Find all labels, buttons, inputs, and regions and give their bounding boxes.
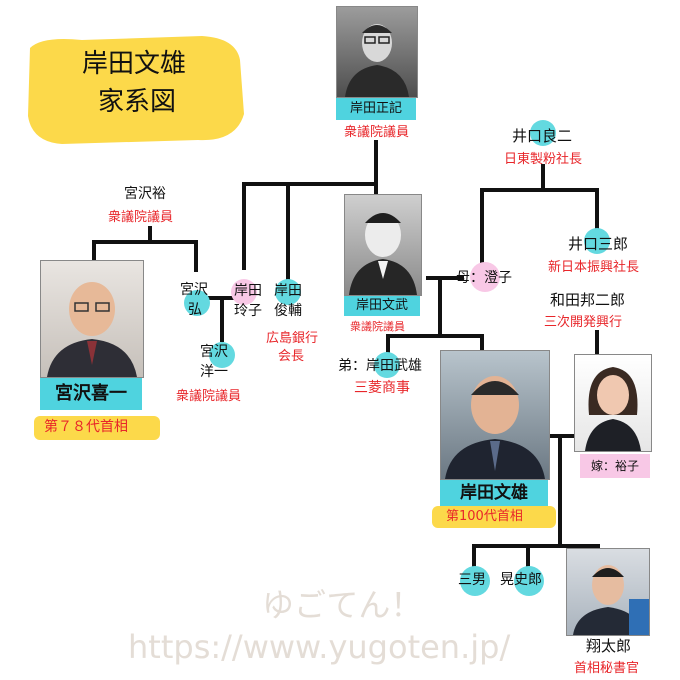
wada-kunijiro-role: 三次開発興行 — [544, 315, 623, 330]
watermark-line2: https://www.yugoten.jp/ — [128, 628, 511, 666]
kishida-toshisuke-dot — [275, 279, 301, 305]
kishida-fumio-rank: 第100代首相 — [446, 509, 523, 524]
watermark-line1: ゆごてん！ — [262, 586, 423, 624]
iguchi-ryoji-role: 日東製粉社長 — [504, 152, 583, 167]
miyazawa-yutaka-role: 衆議院議員 — [108, 210, 174, 225]
portrait-icon — [47, 282, 137, 377]
sumiko-dot — [470, 262, 500, 292]
yuko-name: 嫁：裕子 — [580, 454, 650, 478]
kishida-takeo-dot — [374, 352, 400, 378]
iguchi-saburo-name: 井口三郎 — [568, 235, 629, 253]
wada-kunijiro-name: 和田邦二郎 — [550, 291, 626, 309]
kishida-fumitake-name: 岸田文武 — [344, 296, 420, 316]
kishida-masaki-photo — [336, 6, 418, 98]
portrait-icon — [345, 24, 409, 97]
son3-name: 三男 — [458, 572, 486, 588]
miyazawa-hiroshi-dot — [184, 290, 210, 316]
kishida-reiko-line2: 玲子 — [234, 303, 262, 319]
son2-name: 晃史郎 — [500, 572, 542, 588]
miyazawa-kiichi-photo — [40, 260, 144, 378]
miyazawa-hiroshi-line2: 弘 — [188, 302, 202, 318]
shotaro-photo — [566, 548, 650, 636]
kishida-takeo-name: 弟：岸田武雄 — [338, 358, 422, 374]
shotaro-name: 翔太郎 — [586, 637, 632, 655]
portrait-icon — [585, 367, 641, 451]
portrait-icon — [573, 565, 649, 635]
kishida-fumitake-role: 衆議院議員 — [350, 320, 405, 333]
portrait-icon — [445, 376, 545, 479]
miyazawa-hiroshi-line1: 宮沢 — [180, 282, 208, 298]
kishida-masaki-role: 衆議院議員 — [344, 125, 410, 140]
miyazawa-yoichi-line1: 宮沢 — [200, 344, 228, 360]
miyazawa-kiichi-highlight — [34, 416, 160, 440]
portrait-icon — [349, 213, 417, 295]
miyazawa-kiichi-name: 宮沢喜一 — [40, 378, 142, 410]
kishida-toshisuke-line2: 俊輔 — [274, 303, 302, 319]
iguchi-saburo-dot — [584, 228, 610, 254]
kishida-toshisuke-role2: 会長 — [278, 349, 305, 364]
son3-dot — [460, 566, 490, 596]
kishida-fumitake-photo — [344, 194, 422, 296]
miyazawa-yoichi-dot — [209, 342, 235, 368]
title-line2: 家系図 — [98, 87, 177, 117]
yuko-photo — [574, 354, 652, 452]
kishida-fumio-name: 岸田文雄 — [440, 480, 548, 506]
title-line1: 岸田文雄 — [82, 49, 187, 79]
kishida-takeo-role: 三菱商事 — [354, 380, 410, 396]
shotaro-role: 首相秘書官 — [574, 661, 640, 676]
miyazawa-kiichi-rank: 第７８代首相 — [44, 419, 128, 435]
kishida-toshisuke-role1: 広島銀行 — [266, 331, 319, 346]
miyazawa-yutaka-name: 宮沢裕 — [124, 186, 166, 202]
title-brush-bg — [28, 36, 244, 144]
miyazawa-yoichi-role: 衆議院議員 — [176, 389, 242, 404]
kishida-toshisuke-line1: 岸田 — [274, 283, 302, 299]
miyazawa-yoichi-line2: 洋一 — [200, 364, 228, 380]
kishida-reiko-dot — [231, 279, 257, 305]
son2-dot — [514, 566, 544, 596]
kishida-fumio-photo — [440, 350, 550, 480]
iguchi-saburo-role: 新日本振興社長 — [548, 260, 640, 275]
sumiko-name: 母：澄子 — [456, 270, 512, 286]
kishida-reiko-line1: 岸田 — [234, 283, 262, 299]
iguchi-ryoji-name: 井口良二 — [512, 127, 573, 145]
kishida-fumio-highlight — [432, 506, 556, 528]
kishida-masaki-name: 岸田正記 — [336, 98, 416, 120]
iguchi-ryoji-dot — [530, 120, 556, 146]
